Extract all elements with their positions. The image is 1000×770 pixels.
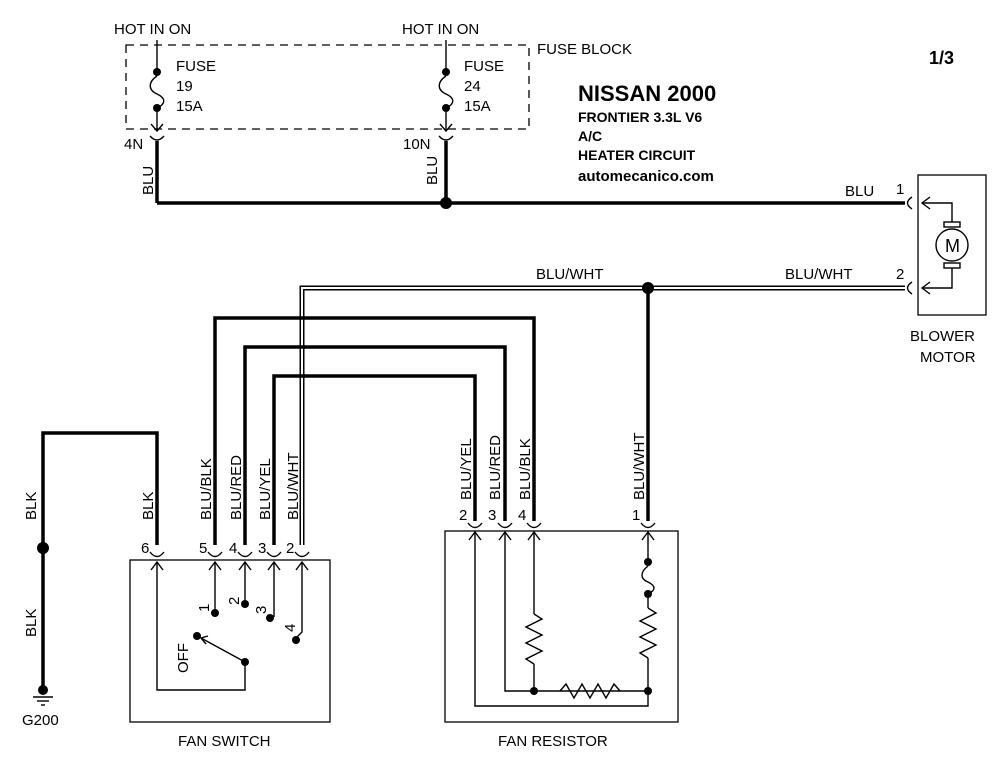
motor-pin1-number: 1 [896,181,904,198]
blower-motor-label-line1: BLOWER [910,328,975,345]
blu-power-wires: BLU BLU BLU [140,141,905,209]
resistor-element-left [524,613,544,665]
resistor-pin2-number: 2 [459,507,467,524]
subtitle-website: automecanico.com [578,168,714,185]
fan-resistor-box [444,530,679,723]
resistor-element-bottom [559,682,621,700]
switch-wiper-arrow [199,635,209,645]
subtitle-circuit: HEATER CIRCUIT [578,147,696,163]
motor-pin1-connector-icon [906,196,913,210]
wire-label-resistor-blu-wht: BLU/WHT [631,433,648,501]
wire-label-switch-blu-wht: BLU/WHT [285,453,302,521]
subtitle-vehicle: FRONTIER 3.3L V6 [578,109,702,125]
wire-label-blu-wht-motor: BLU/WHT [785,266,853,283]
switch-pin2-number: 2 [286,540,294,557]
blower-motor: M 1 2 BLOWER MOTOR [896,174,987,366]
fuse-19-terminal-top [153,68,161,76]
switch-position-3: 3 [253,606,270,614]
fuse-24-line3: 15A [464,98,491,115]
ground-g200: G200 BLK BLK [22,492,59,729]
fuse-19-icon [149,75,165,109]
connector-10n-icon [438,135,454,141]
wire-label-resistor-blu-blk: BLU/BLK [517,438,534,500]
diagram-title: NISSAN 2000 [578,81,716,106]
wire-label-blu-fuse24: BLU [424,156,441,185]
wire-label-switch-blu-red: BLU/RED [228,455,245,520]
resistor-pin3-number: 3 [488,507,496,524]
switch-pin6-number: 6 [141,540,149,557]
connector-4n-icon [149,135,165,141]
fuse-19-hot-label: HOT IN ON [114,21,191,38]
wire-label-resistor-blu-yel: BLU/YEL [458,438,475,500]
fuse-block: FUSE BLOCK HOT IN ON FUSE 19 15A 4N HOT … [114,21,632,153]
wire-label-blk-lower: BLK [23,609,40,637]
fuse-24-line2: 24 [464,78,481,95]
motor-symbol: M [945,236,960,256]
wire-label-blu-motor: BLU [845,183,874,200]
fuse-24-hot-label: HOT IN ON [402,21,479,38]
fuse-24-line1: FUSE [464,58,504,75]
fuse-24-terminal-top [442,68,450,76]
fan-switch-box [129,559,331,723]
fan-switch-label: FAN SWITCH [178,733,271,750]
switch-wiper [200,637,246,663]
motor-pin2-connector-icon [906,281,913,295]
ground-label: G200 [22,712,59,729]
subtitle-system: A/C [578,128,602,144]
ground-terminal [38,685,48,695]
switch-pin5-number: 5 [199,540,207,557]
splice-blu [440,197,452,209]
fuse-block-label: FUSE BLOCK [537,41,632,58]
fan-switch: FAN SWITCH BLK BLU/BLK BLU/RED BLU/YEL B… [129,453,331,750]
fan-resistor-label: FAN RESISTOR [498,733,608,750]
speed-wires [41,316,536,690]
fuse-24-pin-label: 10N [403,136,431,153]
fuse-19-arrow [150,123,164,133]
wire-label-blk-upper: BLK [23,492,40,520]
fuse-19-line1: FUSE [176,58,216,75]
wire-label-switch-blu-blk: BLU/BLK [198,458,215,520]
fuse-block-outline [125,44,530,130]
switch-pin3-number: 3 [258,540,266,557]
motor-icon [935,228,969,262]
switch-position-1: 1 [196,604,213,612]
fan-resistor: FAN RESISTOR BLU/YEL BLU/RED BLU/BLK BLU… [444,433,679,750]
switch-pin4-number: 4 [229,540,237,557]
wire-label-switch-blk: BLK [140,492,157,520]
switch-position-2: 2 [226,597,243,605]
resistor-pin1-number: 1 [632,507,640,524]
wire-label-blu-fuse19: BLU [140,166,157,195]
blower-motor-box [917,174,987,316]
motor-pin2-number: 2 [896,266,904,283]
resistor-element-right [638,607,658,659]
wire-label-switch-blu-yel: BLU/YEL [257,458,274,520]
fuse-19-line3: 15A [176,98,203,115]
fuse-19-line2: 19 [176,78,193,95]
splice-blu-wht [642,282,654,294]
blu-wht-wire: BLU/WHT BLU/WHT [299,266,905,545]
fuse-24-icon [438,75,454,109]
page-number: 1/3 [929,48,954,68]
fuse-19-pin-label: 4N [124,136,143,153]
wire-label-resistor-blu-red: BLU/RED [487,435,504,500]
blower-motor-label-line2: MOTOR [920,349,976,366]
resistor-pin4-number: 4 [518,507,526,524]
thermal-fuse-icon [641,565,655,595]
fuse-24-arrow [439,123,453,133]
wire-label-blu-wht-splice: BLU/WHT [536,266,604,283]
switch-position-4: 4 [282,624,299,632]
splice-blk [37,542,49,554]
switch-off-label: OFF [175,643,192,673]
